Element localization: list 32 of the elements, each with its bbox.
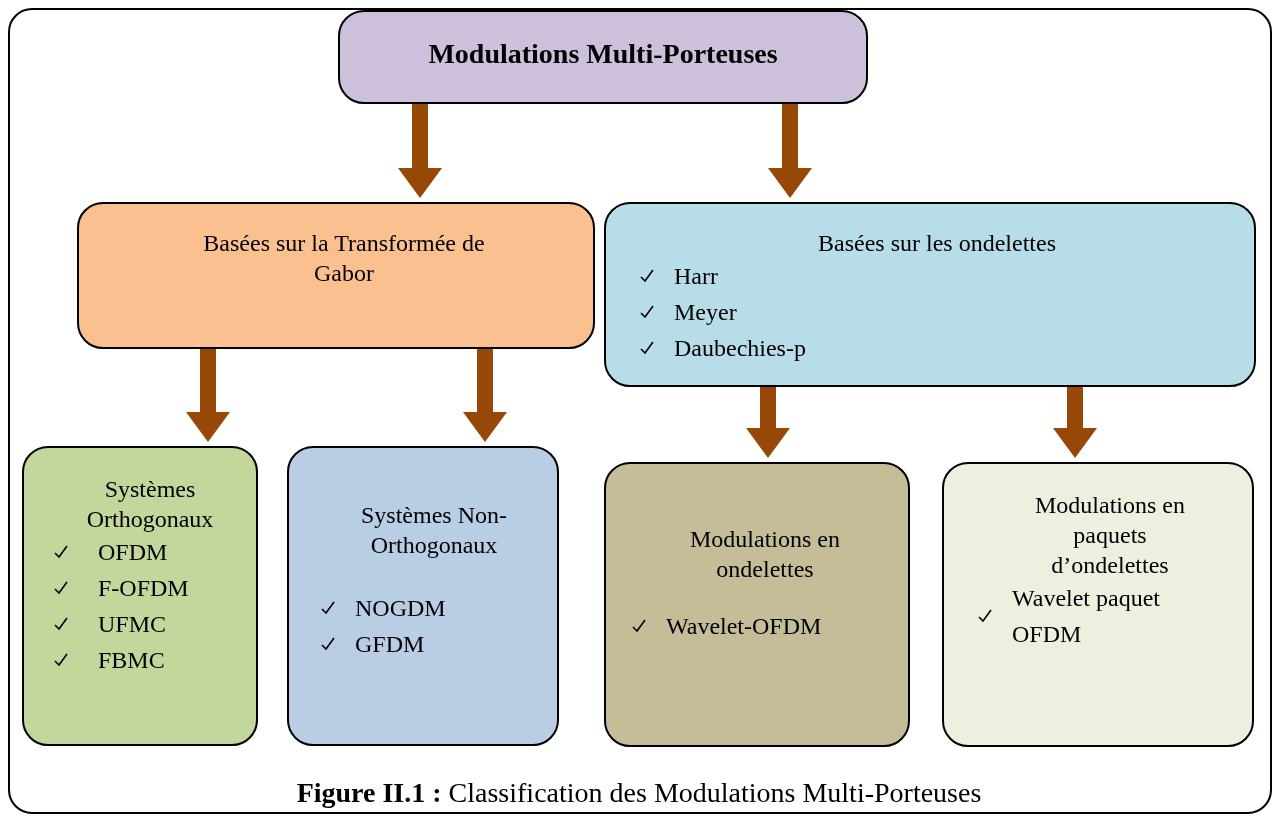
list-item: Wavelet-OFDM [666,612,822,641]
box-heading: Systèmes Orthogonaux [85,475,215,534]
list-item: Daubechies-p [674,334,806,363]
arrow [398,104,442,198]
list-item: OFDM [98,538,168,567]
box-heading: Basées sur la Transformée de Gabor [202,229,486,288]
arrow [186,349,230,442]
figure-caption: Figure II.1 : Classification des Modulations Multi-Porteuses [295,776,983,810]
arrow [746,387,790,458]
title-box [338,10,868,104]
box-heading: Modulations Multi-Porteuses [427,39,779,69]
list-item: FBMC [98,646,165,675]
list-item: Wavelet paquet OFDM [1012,584,1161,649]
list-item: GFDM [355,630,425,659]
list-item: F-OFDM [98,574,189,603]
list-item: Meyer [674,298,737,327]
category-box [287,446,559,746]
arrow [463,349,507,442]
list-item: Harr [674,262,718,291]
category-box [604,202,1256,387]
category-box [22,446,258,746]
box-heading: Modulations en ondelettes [689,525,841,584]
arrow [768,104,812,198]
category-box [942,462,1254,747]
list-item: NOGDM [355,594,446,623]
box-heading: Modulations en paquets d’ondelettes [1034,491,1186,580]
box-heading: Basées sur les ondelettes [817,229,1057,258]
list-item: UFMC [98,610,167,639]
arrow [1053,387,1097,458]
category-box [604,462,910,747]
category-box [77,202,595,349]
box-heading: Systèmes Non-Orthogonaux [360,501,508,560]
